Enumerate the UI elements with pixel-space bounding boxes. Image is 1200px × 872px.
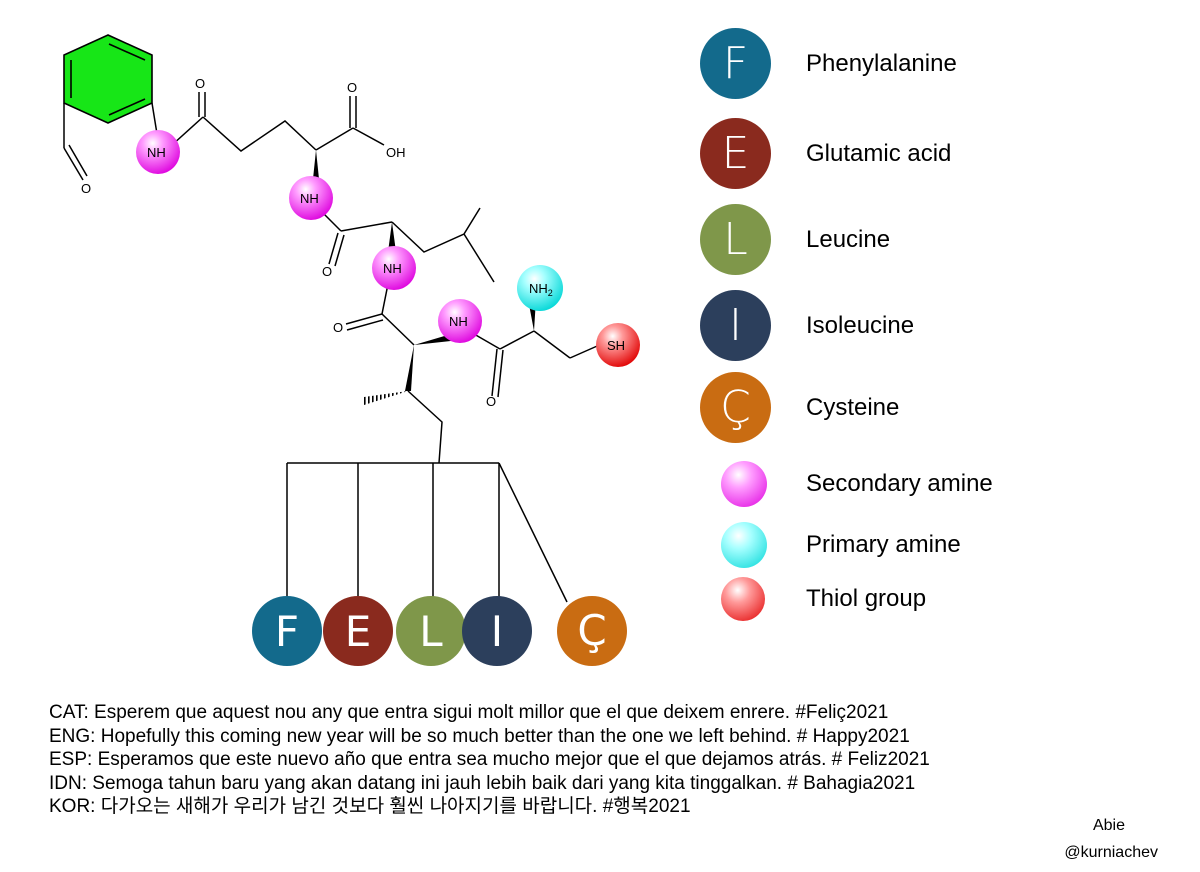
legend-label-leucine: Leucine	[806, 225, 891, 253]
message-esp: ESP: Esperamos que este nuevo año que en…	[49, 749, 930, 770]
legend-item-isoleucine: I Isoleucine	[700, 290, 914, 361]
legend-label-primary-amine: Primary amine	[806, 531, 961, 558]
atom-o-carbonyl-4: O	[486, 394, 496, 409]
atom-nh2-terminal: NH2	[529, 281, 553, 298]
credit: Abie @kurniachev	[1064, 812, 1158, 866]
letter-l: L	[419, 607, 443, 656]
atom-o-carbonyl-1: O	[195, 76, 205, 91]
atom-oh-acid: OH	[386, 145, 406, 160]
message-kor: KOR: 다가오는 새해가 우리가 남긴 것보다 훨씬 나아지기를 바랍니다. …	[49, 796, 691, 817]
legend-item-phenylalanine: F Phenylalanine	[700, 28, 957, 99]
atom-o-carbonyl-3: O	[333, 320, 343, 335]
atom-o-carbonyl-2: O	[322, 264, 332, 279]
legend-circle-f: F	[700, 28, 771, 99]
credit-handle: @kurniachev	[1064, 844, 1158, 861]
atom-o-acid: O	[347, 80, 357, 95]
atom-o-aldehyde: O	[81, 181, 91, 196]
legend-item-primary-amine: Primary amine	[700, 522, 961, 568]
legend-letter-l: L	[723, 214, 748, 265]
legend-letter-f: F	[722, 38, 749, 89]
legend-item-leucine: L Leucine	[700, 204, 890, 275]
benzene-inner-bonds	[70, 43, 146, 116]
letter-circle-i: I	[462, 596, 532, 666]
atom-sh-thiol: SH	[607, 338, 625, 353]
legend-item-secondary-amine: Secondary amine	[700, 461, 993, 507]
new-year-messages: CAT: Esperem que aquest nou any que entr…	[49, 701, 930, 819]
letter-circle-e: E	[323, 596, 393, 666]
primary-amine-ball	[721, 522, 767, 568]
skeletal-bonds	[63, 92, 605, 603]
functional-group-balls	[136, 130, 640, 367]
legend-label-cysteine: Cysteine	[806, 393, 900, 421]
legend-item-cysteine: Ç Cysteine	[700, 372, 899, 443]
legend-circle-e: E	[700, 118, 771, 189]
legend-label-glutamic-acid: Glutamic acid	[806, 139, 952, 167]
atom-nh2-subscript: 2	[548, 288, 553, 298]
legend-letter-e: E	[721, 128, 750, 179]
legend-label-secondary-amine: Secondary amine	[806, 470, 993, 497]
letter-f: F	[275, 607, 299, 656]
letter-circles: F E L I Ç	[252, 596, 627, 666]
atom-nh-3: NH	[383, 261, 402, 276]
legend-label-phenylalanine: Phenylalanine	[806, 49, 957, 77]
message-idn: IDN: Semoga tahun baru yang akan datang …	[49, 772, 916, 794]
secondary-amine-ball	[721, 461, 767, 507]
legend-circle-c-cedilla: Ç	[700, 372, 771, 443]
atom-nh2-main: NH	[529, 281, 548, 296]
legend-circle-l: L	[700, 204, 771, 275]
atom-nh-1: NH	[147, 145, 166, 160]
legend-letter-c-cedilla: Ç	[720, 382, 751, 433]
legend-circle-i: I	[700, 290, 771, 361]
message-cat: CAT: Esperem que aquest nou any que entr…	[49, 702, 889, 723]
legend-label-thiol-group: Thiol group	[806, 585, 927, 612]
letter-e: E	[345, 607, 372, 656]
legend-item-thiol-group: Thiol group	[700, 577, 926, 621]
message-eng: ENG: Hopefully this coming new year will…	[49, 725, 910, 747]
legend-label-isoleucine: Isoleucine	[806, 311, 915, 339]
letter-c-cedilla: Ç	[577, 606, 606, 655]
thiol-ball	[721, 577, 765, 621]
stereo-wedges	[313, 150, 536, 405]
legend-letter-i: I	[729, 300, 742, 351]
credit-author: Abie	[1092, 817, 1125, 834]
atom-nh-2: NH	[300, 191, 319, 206]
atom-nh-4: NH	[449, 314, 468, 329]
letter-i: I	[491, 607, 503, 656]
letter-circle-f: F	[252, 596, 322, 666]
letter-circle-l: L	[396, 596, 466, 666]
legend-item-glutamic-acid: E Glutamic acid	[700, 118, 951, 189]
benzene-ring	[63, 34, 153, 124]
letter-circle-c-cedilla: Ç	[557, 596, 627, 666]
